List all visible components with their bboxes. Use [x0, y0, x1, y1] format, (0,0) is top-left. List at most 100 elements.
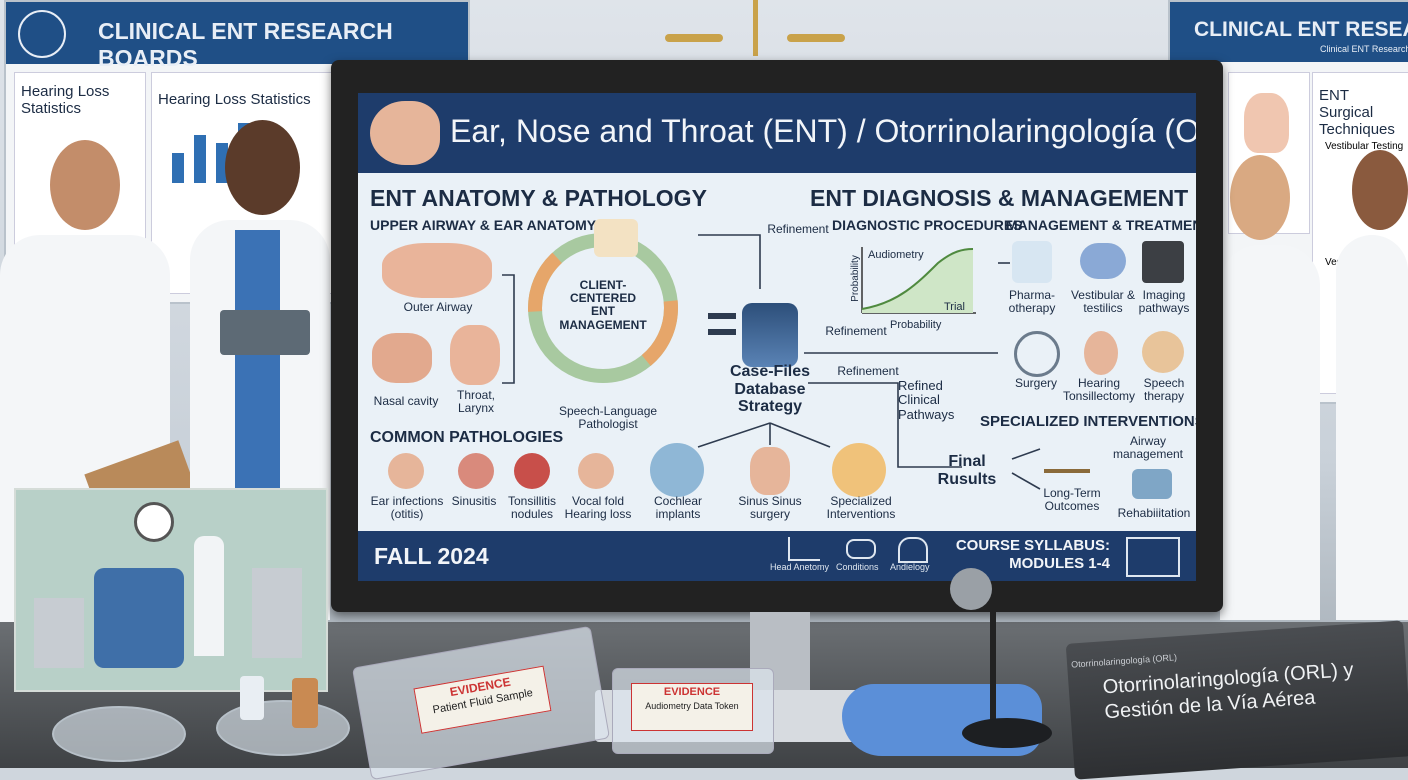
microphone: [950, 568, 992, 610]
textbook: Otorrinolaringología (ORL) y Gestión de …: [1065, 620, 1408, 780]
right-board-title: CLINICAL ENT RESEARCH: [1194, 18, 1408, 41]
chart-trial-label: Trial: [944, 301, 965, 313]
microphone-arm: [990, 600, 996, 740]
surgical-scissors-icon: [1014, 331, 1060, 377]
pathology-tonsillitis: Tonsillitis nodules: [507, 494, 556, 522]
footer-head-anatomy: Head Anetomy: [770, 562, 830, 572]
patient-chair: [94, 568, 184, 668]
pathology-sinusitis: Sinusitis: [451, 494, 497, 508]
cochlear-implant-icon: [650, 443, 704, 497]
classroom-icon: [1126, 537, 1180, 577]
speech-head-icon: [1142, 331, 1184, 373]
right-board-header: CLINICAL ENT RESEARCH Clinical ENT Resea…: [1170, 2, 1408, 62]
evidence-tag-2: EVIDENCE Audiometry Data Token: [631, 683, 753, 731]
vial-2: [292, 678, 318, 728]
upper-airway-heading: UPPER AIRWAY & EAR ANATOMY: [370, 217, 597, 233]
ear-infection-icon: [388, 453, 424, 489]
specialized-interventions-heading: SPECIALIZED INTERVENTIONS: [980, 413, 1196, 430]
pathology-vocal-fold: Vocal fold Hearing loss: [564, 494, 632, 522]
refinement-label-top: Refinement: [767, 222, 829, 236]
outcome-cochlear: Cochlear implants: [653, 494, 703, 522]
flow-arrows: [502, 234, 1041, 490]
database-icon: [742, 303, 798, 367]
evidence-bag-2-desc: Audiometry Data Token: [645, 701, 739, 711]
vial: [240, 676, 264, 720]
left-poster-1-title: Hearing Loss Statistics: [21, 83, 110, 117]
left-board-header: CLINICAL ENT RESEARCH BOARDS: [6, 2, 468, 71]
ear-anatomy-icon: [370, 101, 440, 165]
footer-people-icon: [898, 537, 928, 563]
screen-header-bar: Ear, Nose and Throat (ENT) / Otorrinolar…: [358, 93, 1196, 173]
refined-pathways-label: Refined Clinical Pathways: [898, 378, 955, 422]
left-board-title: CLINICAL ENT RESEARCH BOARDS: [98, 18, 393, 71]
cabinet: [34, 598, 84, 668]
semester-label: FALL 2024: [374, 543, 489, 569]
anatomy-label-throat: Throat, Larynx: [456, 388, 495, 416]
evidence-bag-2: EVIDENCE Audiometry Data Token: [612, 668, 774, 754]
audiometry-chart: [861, 247, 976, 314]
screen-footer-bar: FALL 2024 Head Anetomy Conditions Andiel…: [358, 531, 1196, 581]
slp-label: Speech-Language Pathologist: [558, 404, 658, 432]
doctor-female-right: [1220, 155, 1330, 620]
doctor-figure: [194, 536, 224, 656]
treatment-speech: Speech therapy: [1143, 376, 1185, 404]
head-profile-icon: [18, 10, 66, 58]
right-poster-title: ENT Surgical Techniques: [1319, 87, 1395, 138]
refinement-label-low: Refinement: [837, 364, 899, 378]
head-anatomy-drawing: [1244, 93, 1289, 153]
textbook-title: Otorrinolaringología (ORL) y Gestión de …: [1102, 658, 1355, 724]
scales-icon: [1044, 435, 1090, 473]
microphone-base: [962, 718, 1052, 748]
vocal-fold-icon: [578, 453, 614, 489]
handshake-icon: [832, 443, 886, 497]
rehabilitation-icon: [1132, 469, 1172, 499]
evidence-tag-1: EVIDENCE Patient Fluid Sample: [413, 665, 552, 734]
final-results-label: Final Rusults: [937, 453, 997, 488]
database-label: Case-Files Database Strategy: [729, 363, 811, 416]
intervention-long-term: Long-Term Outcomes: [1043, 486, 1101, 514]
treatment-surgery: Surgery: [1014, 376, 1058, 390]
chart-curve-label: Audiometry: [868, 249, 924, 261]
screen-title: Ear, Nose and Throat (ENT) / Otorrinolar…: [450, 113, 1196, 149]
throat-icon: [450, 325, 500, 385]
treatment-imaging: Imaging pathways: [1138, 288, 1190, 316]
tonsillitis-icon: [514, 453, 550, 489]
treatment-pharma: Pharma-otherapy: [1008, 288, 1056, 316]
common-pathologies-heading: COMMON PATHOLOGIES: [370, 429, 564, 446]
anatomy-label-nasal-cavity: Nasal cavity: [373, 394, 439, 408]
anatomy-pathology-heading: ENT ANATOMY & PATHOLOGY: [370, 185, 707, 211]
diagnostic-procedures-heading: DIAGNOSTIC PROCEDURES: [832, 217, 1023, 233]
intervention-airway: Airway management: [1112, 434, 1184, 462]
evidence-bag-2-title: EVIDENCE: [663, 686, 721, 698]
right-poster-subtitle: Vestibular Testing: [1325, 141, 1404, 152]
right-board-subtitle: Clinical ENT Research: [1320, 44, 1408, 54]
petri-dish-left: [52, 706, 186, 762]
textbook-spine-title: Otorrinolaringología (ORL): [1070, 652, 1178, 670]
pathology-ear-infections: Ear infections (otitis): [370, 494, 444, 522]
left-poster-2-title: Hearing Loss Statistics: [158, 91, 311, 108]
hearing-ear-icon: [1084, 331, 1118, 375]
footer-chart-icon: [788, 537, 820, 561]
outcome-specialized: Specialized Interventions: [826, 494, 896, 522]
management-treatment-heading: MANAGEMENT & TREATMENT: [1006, 217, 1196, 233]
refinement-label-mid: Refinement: [825, 324, 887, 338]
footer-conditions: Conditions: [836, 562, 879, 572]
treatment-vestibular: Vestibular & testilics: [1070, 288, 1136, 316]
footer-pill-icon: [846, 539, 876, 559]
diagnosis-management-heading: ENT DIAGNOSIS & MANAGEMENT: [810, 185, 1189, 211]
wall-clock-icon: [134, 502, 174, 542]
outcome-sinus: Sinus Sinus surgery: [738, 494, 802, 522]
doctor-right-edge: [1330, 150, 1408, 620]
medical-cart: [252, 568, 302, 658]
footer-audiology: Andielogy: [890, 562, 930, 572]
clinician-avatar-icon: [594, 219, 638, 257]
anatomy-label-outer-airway: Outer Airway: [403, 300, 473, 314]
petri-dish-right: [216, 700, 350, 756]
outer-ear-icon: [382, 243, 492, 298]
monitor-screen: Ear, Nose and Throat (ENT) / Otorrinolar…: [358, 93, 1196, 581]
chart-x-label: Probability: [890, 319, 942, 331]
sinus-surgery-icon: [750, 447, 790, 495]
pill-capsule-icon: [1080, 243, 1126, 279]
pharmacotherapy-icon: [1012, 241, 1052, 283]
exam-room-diorama: [14, 488, 328, 692]
